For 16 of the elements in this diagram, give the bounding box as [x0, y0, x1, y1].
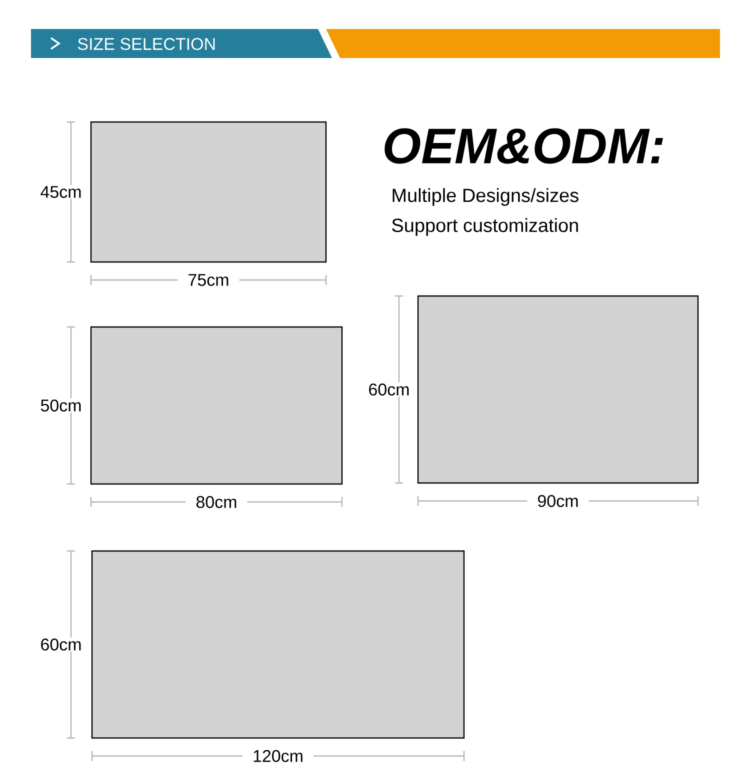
dimension-label: 60cm — [367, 382, 411, 397]
dimension-label: 75cm — [178, 273, 240, 287]
dimension-label: 60cm — [39, 638, 83, 652]
dimension-label: 80cm — [186, 494, 248, 510]
note: Support customization — [392, 218, 578, 236]
note: Multiple Designs/sizes — [392, 188, 578, 206]
size-rectangle — [91, 550, 465, 739]
title: SIZE SELECTION — [78, 38, 215, 50]
size-rectangle — [417, 295, 699, 484]
size-rectangle — [90, 121, 327, 263]
dimension-label: 120cm — [242, 749, 314, 764]
dimension-label: 90cm — [527, 494, 589, 508]
dimension-label: 50cm — [39, 398, 83, 413]
size-rectangle — [90, 326, 343, 485]
dimension-label: 45cm — [39, 185, 83, 199]
heading: OEM&ODM: — [384, 128, 663, 164]
